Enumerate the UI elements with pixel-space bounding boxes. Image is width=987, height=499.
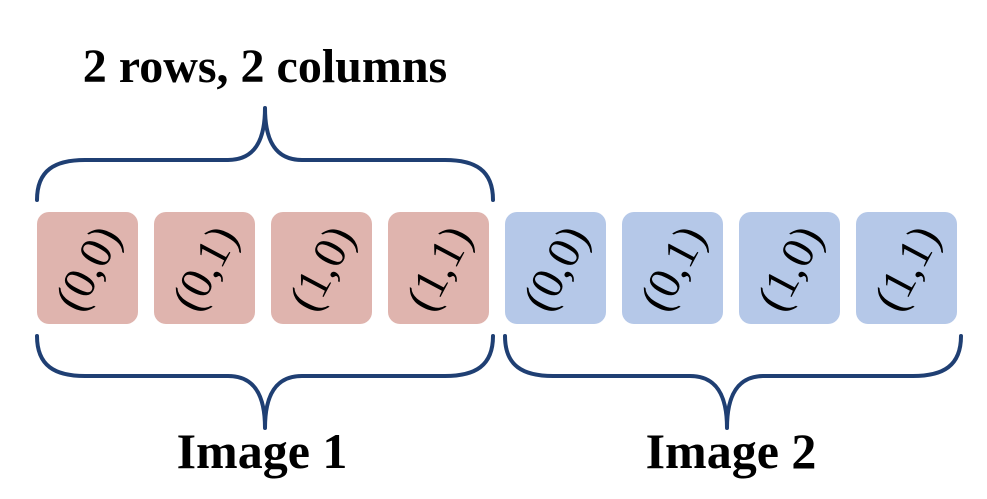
image-1-tile: (0,1) bbox=[154, 212, 255, 324]
image-1-brace bbox=[35, 334, 495, 430]
tile-background bbox=[271, 212, 372, 324]
tile-background bbox=[856, 212, 957, 324]
image-2-tiles: (0,0) (0,1) (1,0) (1,1) bbox=[505, 212, 957, 324]
image-2-tile: (0,1) bbox=[622, 212, 723, 324]
image-1-tiles: (0,0) (0,1) (1,0) (1,1) bbox=[37, 212, 489, 324]
image-2-tile: (0,0) bbox=[505, 212, 606, 324]
tile-background bbox=[37, 212, 138, 324]
image-2-label: Image 2 bbox=[646, 423, 817, 479]
image-1-label: Image 1 bbox=[177, 423, 348, 479]
image-1-tile: (1,0) bbox=[271, 212, 372, 324]
tile-background bbox=[388, 212, 489, 324]
tile-background bbox=[505, 212, 606, 324]
top-brace bbox=[35, 106, 495, 202]
tile-background bbox=[622, 212, 723, 324]
grid-size-label: 2 rows, 2 columns bbox=[83, 40, 447, 93]
image-1-tile: (1,1) bbox=[388, 212, 489, 324]
tile-background bbox=[154, 212, 255, 324]
image-2-tile: (1,1) bbox=[856, 212, 957, 324]
image-2-brace bbox=[503, 334, 963, 430]
image-1-tile: (0,0) bbox=[37, 212, 138, 324]
tile-background bbox=[739, 212, 840, 324]
image-2-tile: (1,0) bbox=[739, 212, 840, 324]
